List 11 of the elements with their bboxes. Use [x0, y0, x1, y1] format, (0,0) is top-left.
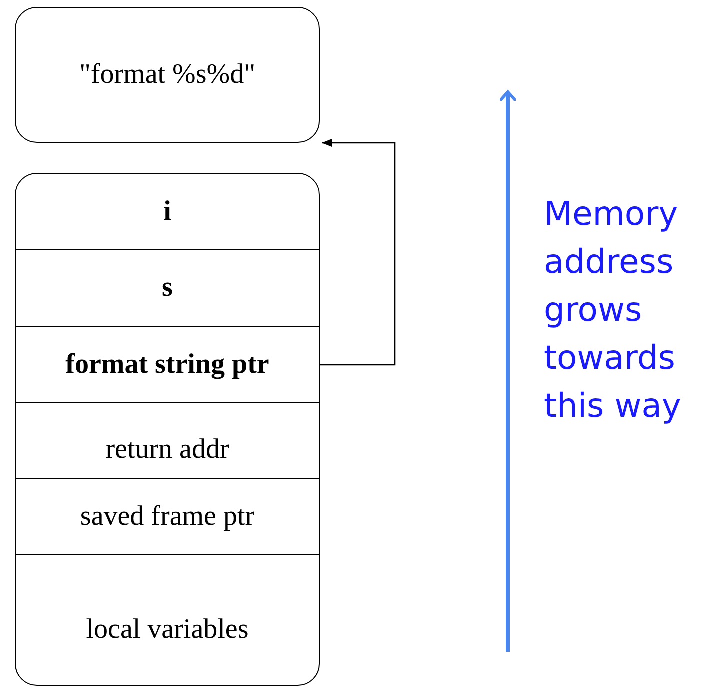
- note-text: Memory address grows towards this way: [544, 193, 682, 427]
- string-box: [15, 7, 320, 143]
- stack-frame-box: [15, 173, 320, 686]
- slot-text: i: [164, 196, 172, 228]
- slot-text: s: [162, 272, 173, 304]
- slot-text: saved frame ptr: [80, 500, 255, 532]
- arrow: [319, 139, 396, 366]
- slot-text: local variables: [86, 614, 249, 646]
- slot-text: return addr: [106, 434, 230, 466]
- slot-text: "format %s%d": [79, 59, 256, 91]
- slot-text: format string ptr: [66, 348, 270, 380]
